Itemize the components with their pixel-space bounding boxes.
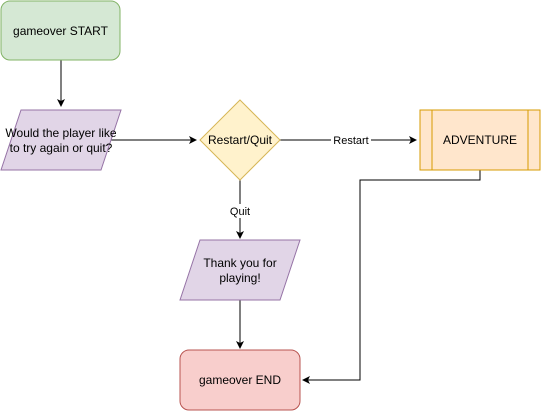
question-label-line2: to try again or quit? <box>10 141 113 155</box>
end-label: gameover END <box>199 373 281 387</box>
edge-label-bg <box>227 204 253 218</box>
edge-decision-to-adventure: Restart <box>280 133 417 147</box>
node-adventure[interactable]: ADVENTURE <box>419 109 541 171</box>
thanks-label-line1: Thank you for <box>203 256 276 270</box>
node-thank-you[interactable]: Thank you for playing! <box>179 239 301 301</box>
edge-adventure-to-end <box>302 170 481 384</box>
adventure-label: ADVENTURE <box>443 133 517 147</box>
adventure-shape <box>419 109 541 171</box>
decision-shape <box>199 99 281 181</box>
node-gameover-end[interactable]: gameover END <box>179 349 301 411</box>
thanks-shape <box>179 239 301 301</box>
node-player-question[interactable]: Would the player like to try again or qu… <box>0 109 122 171</box>
end-shape <box>179 349 301 411</box>
start-shape <box>0 0 121 61</box>
decision-label: Restart/Quit <box>208 133 273 147</box>
question-label-line1: Would the player like <box>5 126 116 140</box>
thanks-label-line2: playing! <box>219 271 260 285</box>
question-shape <box>0 109 122 171</box>
node-gameover-start[interactable]: gameover START <box>0 0 121 61</box>
edge-label-quit: Quit <box>230 206 250 218</box>
edge-decision-to-thanks: Quit <box>227 180 253 239</box>
edge-label-bg <box>331 133 371 147</box>
start-label: gameover START <box>13 24 109 38</box>
edge-label-restart: Restart <box>333 135 368 147</box>
node-restart-quit-decision[interactable]: Restart/Quit <box>199 99 281 181</box>
